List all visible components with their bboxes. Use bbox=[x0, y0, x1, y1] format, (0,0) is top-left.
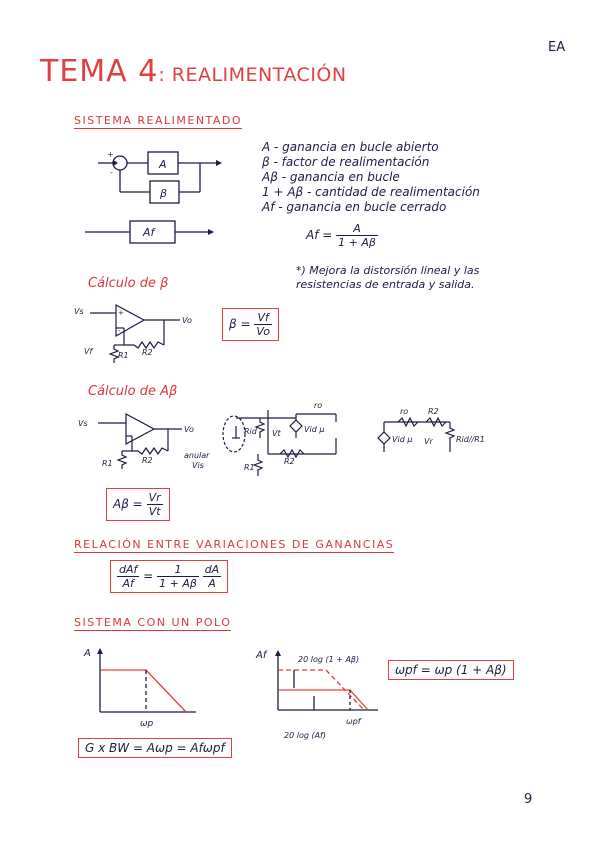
section-heading-relation: RELACIÓN ENTRE VARIACIONES DE GANANCIAS bbox=[74, 538, 395, 553]
definition-item: Aβ - ganancia en bucle bbox=[262, 170, 400, 184]
graph2-y-label: Af bbox=[255, 650, 268, 661]
abeta-vr-label: Vr bbox=[424, 437, 433, 446]
af-lhs: Af = bbox=[306, 228, 333, 242]
definitions-list: A - ganancia en bucle abierto β - factor… bbox=[262, 140, 480, 215]
beta-formula-num: Vf bbox=[254, 311, 272, 325]
af-numerator: A bbox=[336, 222, 378, 236]
abeta-ro-label: ro bbox=[314, 401, 322, 410]
relation-rhs-num: dA bbox=[202, 563, 222, 577]
graph2-x-label: ωpf bbox=[346, 717, 362, 726]
wpf-formula-box: ωpf = ωp (1 + Aβ) bbox=[388, 660, 514, 680]
abeta-vs-label: Vs bbox=[78, 419, 88, 428]
graph2-top-label: 20 log (1 + Aβ) bbox=[298, 655, 359, 664]
definition-item: β - factor de realimentación bbox=[262, 155, 430, 169]
page-title: TEMA 4: REALIMENTACIÓN bbox=[40, 54, 347, 89]
relation-mid-num: 1 bbox=[157, 563, 199, 577]
abeta-vid-mu-right-label: Vid μ bbox=[392, 435, 412, 444]
abeta-formula-lhs: Aβ = bbox=[113, 497, 143, 511]
feedback-note: *) Mejora la distorsión lineal y las res… bbox=[296, 264, 480, 291]
abeta-vid-mu-label: Vid μ bbox=[304, 425, 324, 434]
section-heading-feedback: SISTEMA REALIMENTADO bbox=[74, 114, 243, 129]
title-sub: : REALIMENTACIÓN bbox=[158, 64, 347, 86]
graph1-y-label: A bbox=[83, 648, 91, 659]
block-af-label: Af bbox=[142, 226, 157, 239]
af-denominator: 1 + Aβ bbox=[338, 236, 376, 249]
abeta-rid-label: Rid bbox=[244, 427, 258, 436]
relation-rhs-den: A bbox=[208, 577, 216, 590]
open-loop-bode-graph: A ωp bbox=[83, 648, 196, 729]
page-number: 9 bbox=[524, 792, 533, 807]
relation-lhs-den: Af bbox=[122, 577, 134, 590]
abeta-r1-mid-label: R1 bbox=[244, 463, 255, 472]
section-heading-pole: SISTEMA CON UN POLO bbox=[74, 616, 232, 631]
feedback-block-diagram: + - A β Af bbox=[85, 150, 222, 244]
svg-text:-: - bbox=[110, 168, 113, 177]
abeta-vt-label: Vt bbox=[272, 429, 281, 438]
beta-circuit-diagram: Vs Vo Vf R1 R2 + - bbox=[74, 303, 192, 363]
definition-item: 1 + Aβ - cantidad de realimentación bbox=[262, 185, 480, 199]
abeta-rid-r1-label: Rid//R1 bbox=[456, 435, 485, 444]
abeta-ro-right-label: ro bbox=[400, 407, 408, 416]
section-heading-beta: Cálculo de β bbox=[88, 276, 169, 291]
beta-vs-label: Vs bbox=[74, 307, 84, 316]
abeta-r1-label: R1 bbox=[102, 459, 113, 468]
relation-mid-den: 1 + Aβ bbox=[159, 577, 197, 590]
abeta-formula-num: Vr bbox=[146, 491, 163, 505]
gbw-formula-box: G x BW = Aωp = Afωpf bbox=[78, 738, 232, 758]
block-beta-label: β bbox=[159, 187, 167, 200]
abeta-anular-label: anular bbox=[184, 451, 210, 460]
abeta-vo-label: Vo bbox=[184, 425, 194, 434]
definition-item: A - ganancia en bucle abierto bbox=[262, 140, 439, 154]
svg-text:+: + bbox=[107, 150, 114, 159]
closed-loop-bode-graph: Af 20 log (1 + Aβ) 20 log (Af) ωpf bbox=[255, 650, 378, 740]
block-a-label: A bbox=[158, 158, 167, 171]
relation-lhs-num: dAf bbox=[117, 563, 140, 577]
beta-r1-label: R1 bbox=[118, 351, 129, 360]
abeta-circuit-diagrams: Vs Vo R1 R2 anular Vis Rid Vt ro Vid μ R… bbox=[78, 401, 485, 476]
section-heading-abeta: Cálculo de Aβ bbox=[88, 384, 178, 399]
abeta-r2-label: R2 bbox=[142, 456, 153, 465]
beta-formula-lhs: β = bbox=[229, 317, 251, 331]
graph1-x-label: ωp bbox=[140, 719, 154, 729]
beta-formula-den: Vo bbox=[256, 325, 270, 338]
title-main: TEMA 4 bbox=[40, 54, 159, 89]
beta-vo-label: Vo bbox=[182, 316, 192, 325]
svg-text:-: - bbox=[118, 327, 121, 335]
beta-vf-label: Vf bbox=[84, 347, 93, 356]
graph2-bottom-label: 20 log (Af) bbox=[284, 731, 326, 740]
definition-item: Af - ganancia en bucle cerrado bbox=[262, 200, 447, 214]
relation-equals: = bbox=[143, 569, 154, 583]
abeta-vis-label: Vis bbox=[192, 461, 204, 470]
svg-text:+: + bbox=[118, 309, 124, 317]
abeta-r2-right-label: R2 bbox=[428, 407, 439, 416]
abeta-r2-mid-label: R2 bbox=[284, 457, 295, 466]
corner-mark: EA bbox=[548, 40, 566, 55]
abeta-formula-den: Vt bbox=[148, 505, 161, 518]
beta-r2-label: R2 bbox=[142, 348, 153, 357]
